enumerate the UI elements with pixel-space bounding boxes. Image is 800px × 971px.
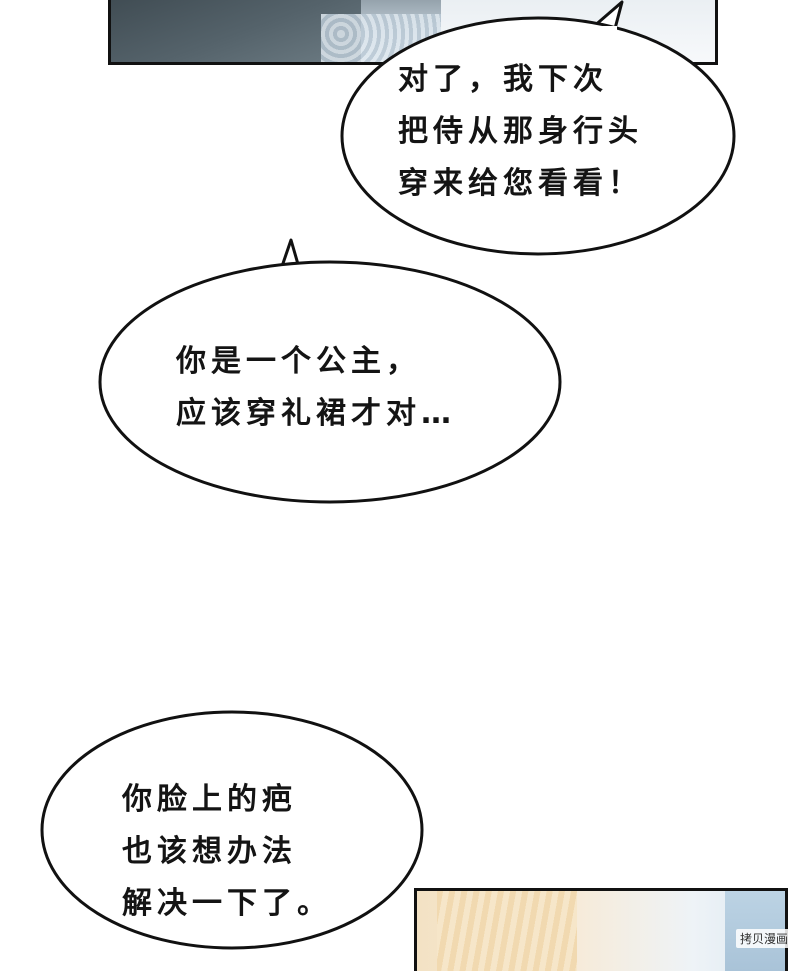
dialogue-line: 应该穿礼裙才对… — [176, 396, 456, 431]
speech-bubble-2 — [98, 238, 562, 504]
speech-bubble-2-text: 你是一个公主， 应该穿礼裙才对… — [176, 336, 456, 440]
dialogue-line: 穿来给您看看！ — [398, 166, 643, 201]
dialogue-line: 也该想办法 — [122, 834, 297, 869]
speech-bubble-1-text: 对了，我下次 把侍从那身行头 穿来给您看看！ — [398, 54, 643, 210]
speech-bubble-3-text: 你脸上的疤 也该想办法 解决一下了。 — [122, 774, 332, 930]
dialogue-line: 把侍从那身行头 — [398, 114, 643, 149]
speech-bubble-1 — [340, 0, 736, 256]
dialogue-line: 解决一下了。 — [122, 886, 332, 921]
dialogue-line: 你脸上的疤 — [122, 782, 297, 817]
speech-bubble-3 — [40, 710, 424, 950]
dialogue-line: 你是一个公主， — [176, 344, 421, 379]
dark-fabric-artwork — [111, 0, 361, 62]
watermark: 拷贝漫画 — [735, 929, 792, 948]
dialogue-line: 对了，我下次 — [398, 62, 608, 97]
